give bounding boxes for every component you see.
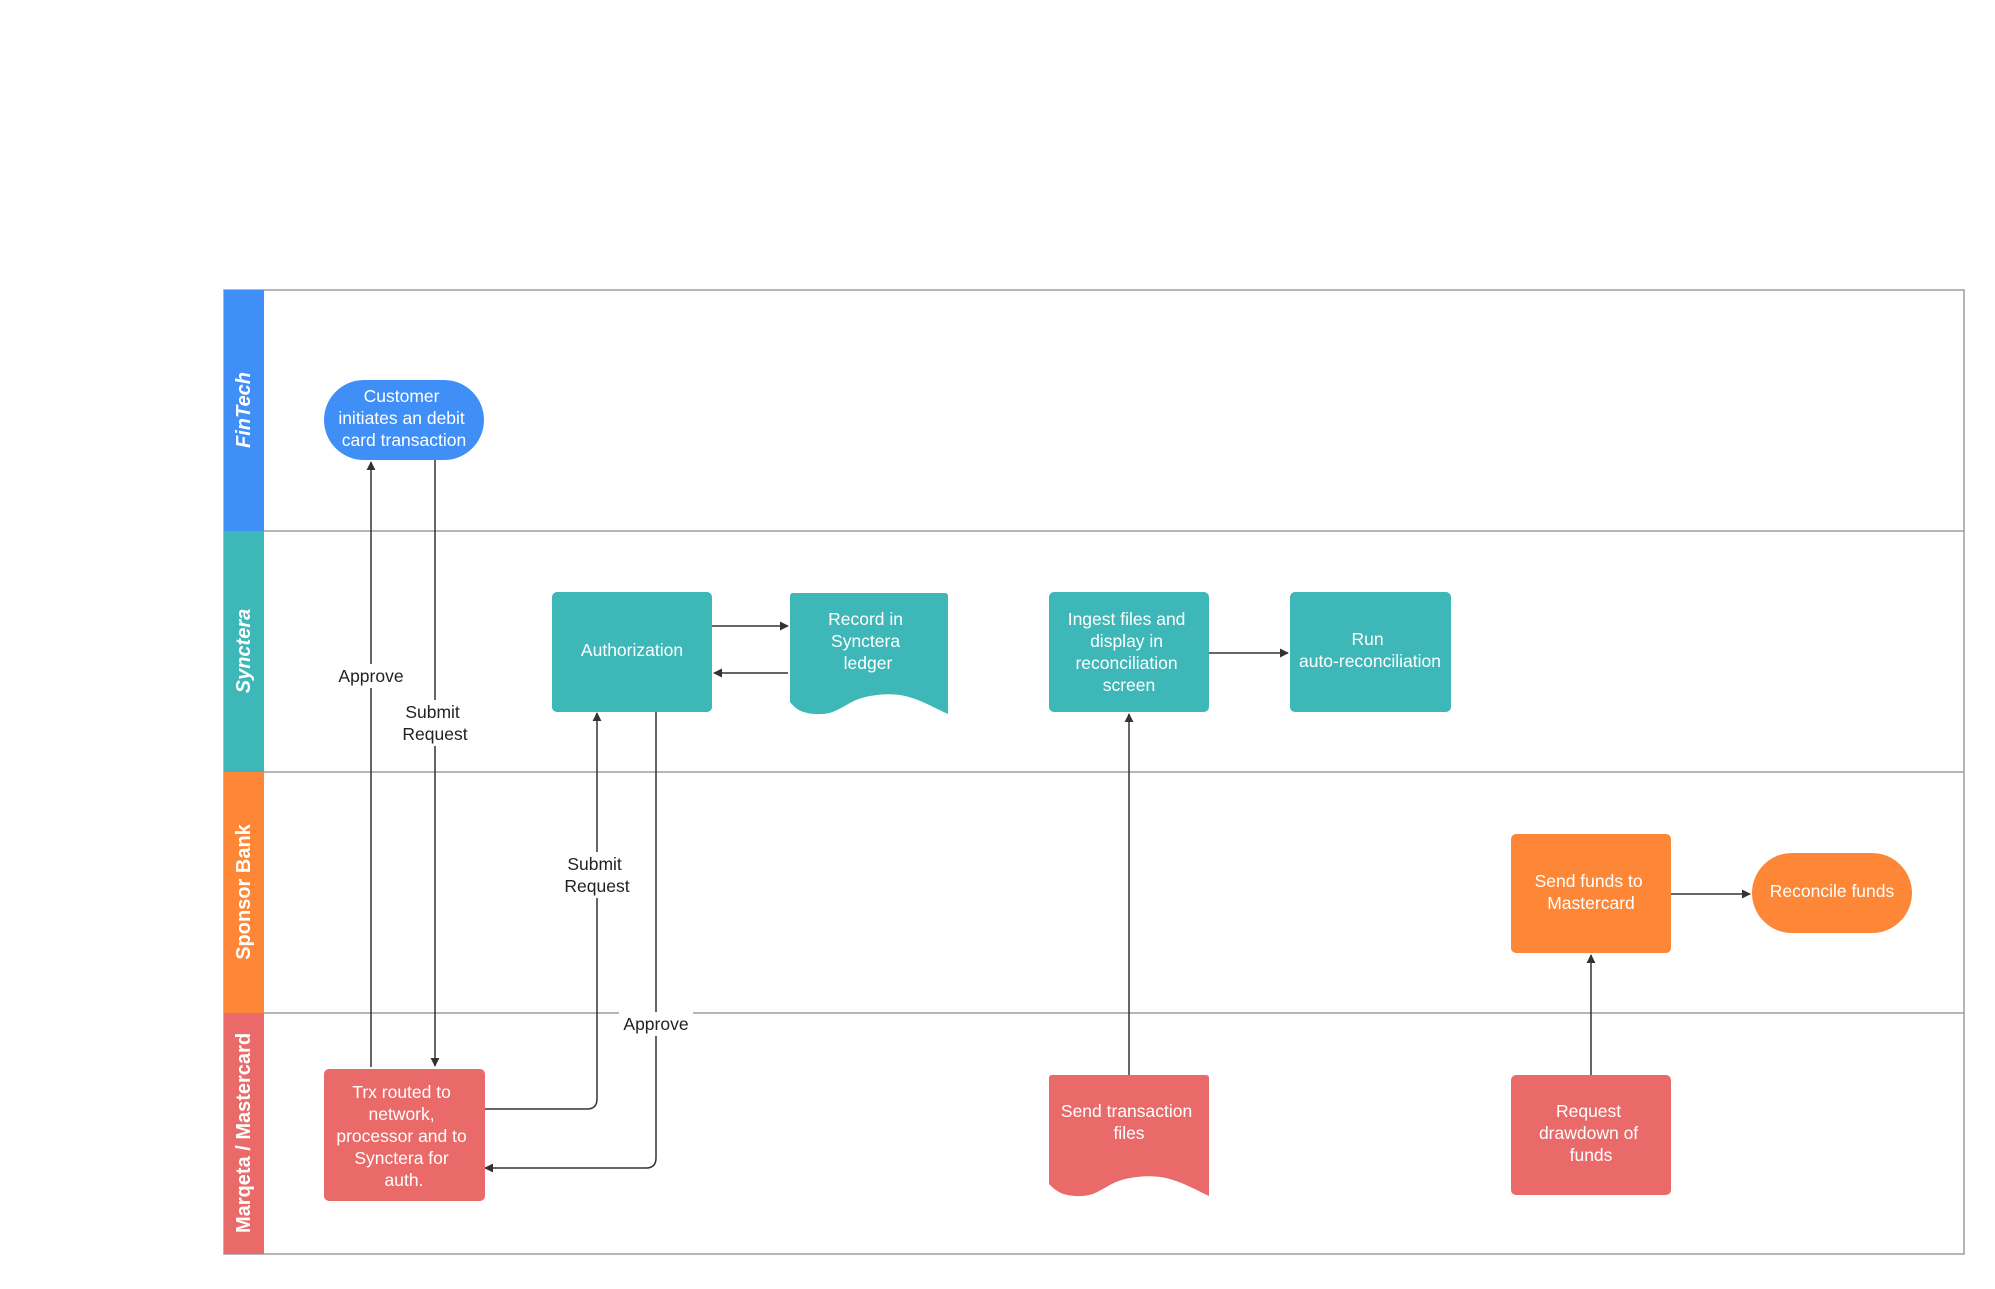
node-label-line: reconciliation [1075, 653, 1177, 673]
edge-labels: Submit Request Approve Submit Request Ap… [334, 664, 693, 1036]
node-label-line: funds [1570, 1145, 1613, 1165]
node-label-line: files [1113, 1123, 1144, 1143]
node-ingest[interactable]: Ingest files and display in reconciliati… [1049, 592, 1209, 712]
edge-label-bg [396, 700, 476, 746]
edge-label-line: Request [402, 724, 467, 744]
node-label-line: Trx routed to [352, 1082, 451, 1102]
node-label: Reconcile funds [1770, 881, 1895, 901]
lane-header-sponsor-bank [224, 772, 264, 1013]
lane-title-fintech: FinTech [233, 372, 255, 448]
lane-sponsor-bank: Sponsor Bank [224, 772, 264, 1013]
edge-label-bg [334, 664, 408, 688]
node-label-line: Send funds to [1535, 871, 1643, 891]
node-trx[interactable]: Trx routed to network, processor and to … [324, 1069, 485, 1201]
node-label-line: display in [1090, 631, 1163, 651]
node-drawdown[interactable]: Request drawdown of funds [1511, 1075, 1671, 1195]
node-sendtx[interactable]: Send transaction files [1049, 1075, 1209, 1197]
edge-label-submit-request: Submit Request [564, 854, 629, 896]
node-record[interactable]: Record in Synctera ledger [790, 593, 948, 715]
edge-authorization-to-trx [484, 712, 657, 1173]
node-label-line: screen [1103, 675, 1156, 695]
edge-label-line: Submit [567, 854, 622, 874]
edge-label-bg [619, 1012, 693, 1036]
node-label-line: network, [368, 1104, 434, 1124]
node-label-line: drawdown of [1539, 1123, 1638, 1143]
terminator-shape [1752, 853, 1912, 933]
node-label-line: ledger [844, 653, 893, 673]
process-shape [1511, 834, 1671, 953]
lane-header-fintech [224, 290, 264, 531]
process-shape [1511, 1075, 1671, 1195]
node-label: Run auto-reconciliation [1299, 629, 1441, 671]
lane-synctera: Synctera [224, 531, 264, 772]
process-shape [1290, 592, 1451, 712]
edge-label-approve: Approve [338, 666, 403, 686]
node-autorecon[interactable]: Run auto-reconciliation [1290, 592, 1451, 712]
node-label: Send funds to Mastercard [1535, 871, 1648, 913]
node-label-line: Mastercard [1547, 893, 1635, 913]
node-label: Customer initiates an debit card transac… [338, 386, 469, 450]
process-shape [552, 592, 712, 712]
node-label-line: card transaction [342, 430, 467, 450]
edge-label-line: Request [564, 876, 629, 896]
edge-label-approve: Approve [623, 1014, 688, 1034]
node-label-line: auto-reconciliation [1299, 651, 1441, 671]
edges [366, 460, 1751, 1173]
node-label-line: Synctera [831, 631, 900, 651]
document-shape [1049, 1075, 1209, 1197]
lane-fintech: FinTech [224, 290, 264, 531]
node-label-line: Customer [364, 386, 440, 406]
node-label-line: Authorization [581, 640, 683, 660]
node-label: Ingest files and display in reconciliati… [1068, 609, 1191, 695]
edge-label-bg [558, 852, 638, 898]
lane-header-synctera [224, 531, 264, 772]
node-label-line: Run [1352, 629, 1384, 649]
lane-title-synctera: Synctera [233, 609, 255, 694]
node-label-line: Record in [828, 609, 903, 629]
lane-header-marqeta-mastercard [224, 1013, 264, 1254]
node-label-line: processor and to [336, 1126, 466, 1146]
node-label: Request drawdown of funds [1539, 1101, 1643, 1165]
node-label-line: auth. [385, 1170, 424, 1190]
node-label-line: Send transaction [1061, 1101, 1192, 1121]
node-label-line: initiates an debit [338, 408, 465, 428]
node-label: Trx routed to network, processor and to … [336, 1082, 471, 1190]
node-sendfunds[interactable]: Send funds to Mastercard [1511, 834, 1671, 953]
terminator-shape [324, 380, 484, 460]
node-label-line: Synctera for [354, 1148, 449, 1168]
document-shape [790, 593, 948, 715]
node-label-line: Reconcile funds [1770, 881, 1895, 901]
node-label-line: Ingest files and [1068, 609, 1186, 629]
node-label: Send transaction files [1061, 1101, 1197, 1143]
lane-title-marqeta-mastercard: Marqeta / Mastercard [233, 1033, 255, 1233]
node-reconcile[interactable]: Reconcile funds [1752, 853, 1912, 933]
node-authorization[interactable]: Authorization [552, 592, 712, 712]
node-label: Record in Synctera ledger [828, 609, 908, 673]
lane-marqeta-mastercard: Marqeta / Mastercard [224, 1013, 264, 1254]
node-customer[interactable]: Customer initiates an debit card transac… [324, 380, 484, 460]
node-label-line: Request [1556, 1101, 1621, 1121]
lane-title-sponsor-bank: Sponsor Bank [233, 823, 255, 959]
process-shape [1049, 592, 1209, 712]
edge-label-line: Submit [405, 702, 460, 722]
nodes: Customer initiates an debit card transac… [324, 380, 1912, 1201]
edge-label-submit-request: Submit Request [402, 702, 467, 744]
node-label: Authorization [581, 640, 683, 660]
process-shape [324, 1069, 485, 1201]
edge-trx-to-authorization [485, 712, 602, 1110]
